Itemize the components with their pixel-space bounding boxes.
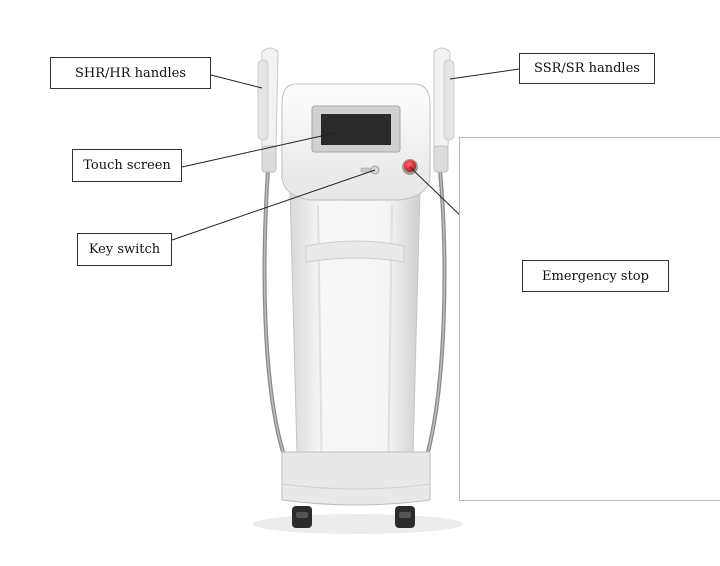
floor-shadow — [253, 514, 463, 534]
wheel-right — [395, 506, 415, 528]
shr-hr-handle — [257, 47, 279, 173]
ssr-sr-handle — [433, 47, 455, 173]
touch-screen-display — [321, 114, 391, 145]
blank-side-panel — [459, 137, 720, 501]
label-touch-screen: Touch screen — [72, 149, 182, 182]
machine-base — [281, 451, 431, 506]
leader-key-switch — [171, 169, 376, 241]
machine-column — [289, 189, 421, 491]
label-key-switch: Key switch — [77, 233, 172, 266]
label-emergency-stop: Emergency stop — [522, 260, 669, 292]
wheel-left — [292, 506, 312, 528]
front-grip — [305, 240, 405, 263]
label-ssr-sr-handles: SSR/SR handles — [519, 53, 655, 84]
leader-ssr-sr — [449, 68, 520, 80]
label-shr-hr-handles: SHR/HR handles — [50, 57, 211, 89]
leader-shr-hr — [210, 74, 263, 89]
leader-touch-screen — [181, 132, 336, 168]
